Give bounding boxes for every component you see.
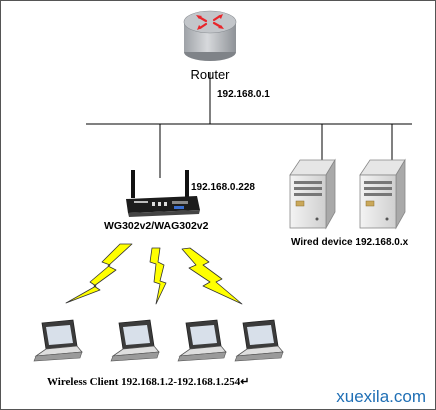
watermark-text: xuexila.com — [336, 387, 426, 406]
lightning-icon — [65, 243, 133, 304]
router-label: Router — [190, 67, 230, 82]
access-point-model: WG302v2/WAG302v2 — [104, 220, 209, 232]
lightning-icon — [149, 247, 167, 305]
router-icon — [183, 10, 237, 61]
server-tower-icon — [359, 158, 406, 230]
laptop-icon — [110, 319, 160, 362]
laptop-icon — [177, 319, 227, 362]
laptop-icon — [234, 319, 284, 362]
server-tower-icon — [289, 158, 336, 230]
router-ip: 192.168.0.1 — [217, 89, 270, 100]
wireless-signal-icons — [65, 243, 243, 305]
access-point-icon — [126, 170, 200, 217]
wireless-client-label: Wireless Client 192.168.1.2-192.168.1.25… — [47, 376, 250, 388]
laptop-icon — [33, 319, 83, 362]
connection-lines — [86, 72, 412, 178]
lightning-icon — [181, 247, 243, 305]
access-point-ip: 192.168.0.228 — [191, 182, 255, 193]
wired-device-label: Wired device 192.168.0.x — [291, 237, 409, 248]
